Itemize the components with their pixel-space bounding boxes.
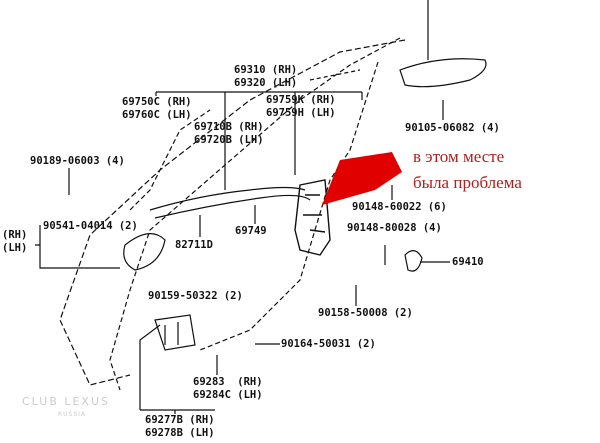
- window-run: [129, 109, 211, 211]
- door-lock-assembly: [294, 179, 331, 256]
- part-69710b: 69710B (RH): [194, 121, 264, 133]
- part-69310: 69310 (RH): [234, 64, 298, 76]
- part-90541: 90541-04014 (2): [43, 220, 138, 232]
- part-69760c: 69760C (LH): [122, 109, 192, 121]
- part-90105: 90105-06082 (4): [405, 122, 500, 134]
- striker-69410: [404, 250, 423, 272]
- part-90164: 90164-50031 (2): [281, 338, 376, 350]
- red-arrow: [322, 152, 402, 205]
- part-69749: 69749: [235, 225, 267, 237]
- part-69277b: 69277B (RH): [145, 414, 215, 426]
- part-90189: 90189-06003 (4): [30, 155, 125, 167]
- part-90159: 90159-50322 (2): [148, 290, 243, 302]
- part-69284c: 69284C (LH): [193, 389, 263, 401]
- rh-label: (RH): [2, 229, 28, 241]
- part-69720b: 69720B (LH): [194, 134, 264, 146]
- part-69278b: 69278B (LH): [145, 427, 215, 439]
- switch-panel: [154, 314, 196, 351]
- watermark-subtitle: RUSSIA: [58, 411, 87, 418]
- glass-outline: [109, 37, 401, 391]
- bracket-rhlh: [35, 225, 120, 269]
- part-90158: 90158-50008 (2): [318, 307, 413, 319]
- part-69320: 69320 (LH): [234, 77, 298, 89]
- part-69410: 69410: [452, 256, 484, 268]
- door-frame-outline: [59, 39, 406, 386]
- cable-lines: [149, 186, 311, 219]
- lh-label: (LH): [2, 242, 28, 254]
- leader-69310: [309, 69, 361, 81]
- bracket-top: [155, 91, 363, 190]
- part-69759h: 69759H (LH): [266, 107, 336, 119]
- annotation-line1: в этом месте: [413, 147, 505, 166]
- part-69750c: 69750C (RH): [122, 96, 192, 108]
- bracket-bottom: [139, 324, 215, 414]
- watermark-title: CLUB LEXUS: [22, 395, 111, 408]
- part-82711d: 82711D: [175, 239, 213, 251]
- part-90148-60022: 90148-60022 (6): [352, 201, 447, 213]
- outer-handle: [399, 58, 487, 88]
- annotation-line2: была проблема: [413, 173, 522, 192]
- inner-handle: [123, 233, 166, 271]
- part-69283: 69283 (RH): [193, 376, 263, 388]
- part-90148-80028: 90148-80028 (4): [347, 222, 442, 234]
- part-69759k: 69759K (RH): [266, 94, 336, 106]
